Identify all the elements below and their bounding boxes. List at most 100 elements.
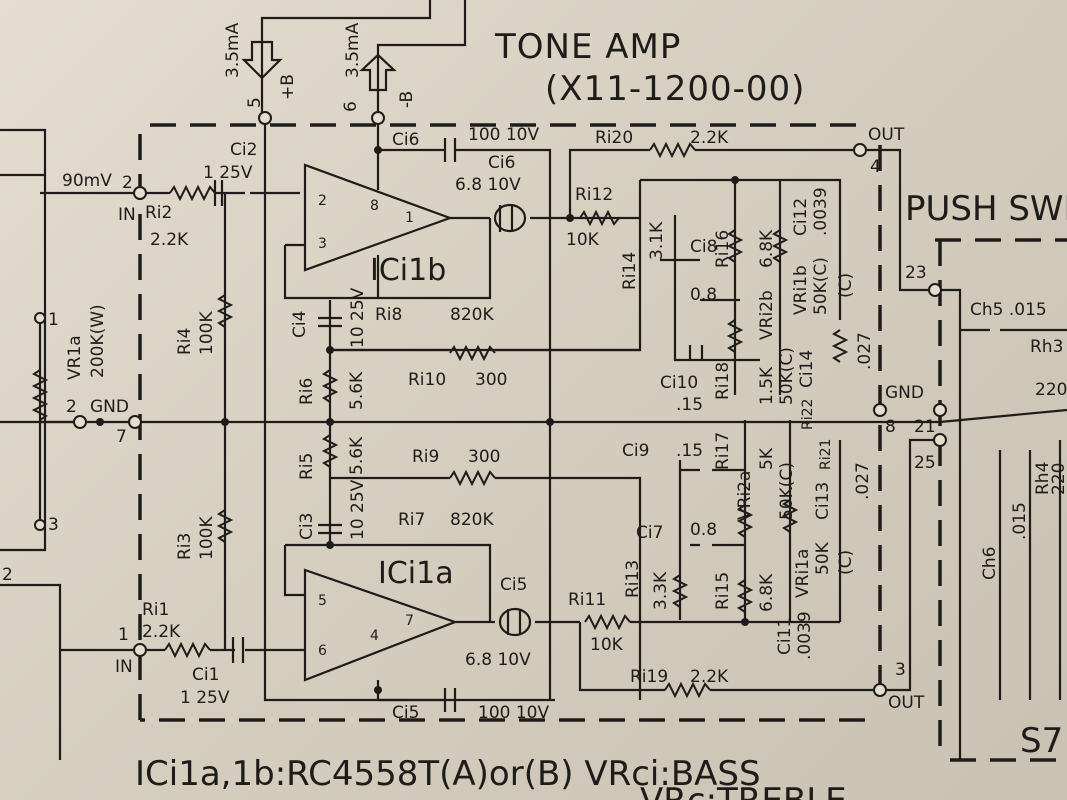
left-panel-lines	[0, 128, 62, 760]
vr1a-value: 200K(W)	[88, 304, 108, 378]
ri1-resistor	[164, 641, 211, 659]
input-level: 90mV	[62, 171, 112, 191]
ri2-value: 2.2K	[150, 230, 189, 250]
vr1b-name: VRi1b	[791, 265, 811, 315]
ci5b-value: 100 10V	[478, 703, 549, 723]
ri1-value: 2.2K	[142, 622, 181, 642]
ri8-value: 820K	[450, 305, 494, 325]
s7-label: S7	[1020, 721, 1063, 761]
vr1a-pin3	[34, 519, 46, 531]
ci13-value: .027	[853, 462, 873, 500]
opamp-upper-name: ICi1b	[370, 253, 446, 288]
ci3-name: Ci3	[297, 513, 317, 540]
ri2-name: Ri2	[145, 203, 172, 223]
ri6-name: Ri6	[297, 378, 317, 405]
ci13-name: Ci13	[813, 482, 833, 520]
ri6-ri5-resistors	[216, 294, 339, 543]
ci6-name: Ci6	[392, 130, 419, 150]
ri20-wire	[568, 148, 860, 218]
plus-b-pin: 5	[245, 97, 265, 108]
ci10-name: Ci10	[660, 373, 698, 393]
vr1a-pin1	[34, 312, 46, 324]
rh4-label: Rh4	[1033, 462, 1053, 495]
out-lower-label: OUT	[888, 693, 925, 713]
vr1a-pin3-label: 3	[48, 515, 59, 535]
ci14-value: .027	[855, 332, 875, 370]
ri9-value: 300	[468, 447, 500, 467]
ci4-name: Ci4	[290, 311, 310, 338]
gnd-right-pin: 8	[885, 417, 896, 437]
ci9-value: .15	[676, 441, 703, 461]
vr1a-element	[31, 369, 49, 421]
ci11-value: .0039	[795, 611, 815, 660]
ri3-value: 100K	[197, 516, 217, 560]
upper-opamp-wires	[283, 150, 640, 300]
ci7-value: 0.8	[690, 520, 717, 540]
plus-b-current: 3.5mA	[223, 22, 243, 78]
rh3-label: Rh3	[1030, 337, 1063, 357]
vr1a-tone-value: 50K	[813, 541, 833, 575]
ri1-name: Ri1	[142, 600, 169, 620]
minus-b-line	[376, 0, 467, 150]
ri9-wire	[330, 476, 642, 700]
ri16-value: 6.8K	[757, 229, 777, 268]
ci6b-value: 6.8 10V	[455, 175, 521, 195]
ci2-capacitor	[213, 180, 224, 206]
ri11-resistor	[584, 613, 631, 631]
ch5-label: Ch5 .015	[970, 300, 1047, 320]
ci11-name: Ci11	[775, 617, 795, 655]
ci5-capacitor-circle	[498, 607, 532, 637]
terminals	[128, 111, 947, 697]
ri16-name: Ri16	[713, 230, 733, 268]
ri13-value: 3.3K	[651, 571, 671, 610]
opamp-lower-name: ICi1a	[378, 556, 454, 591]
ci10-value: .15	[676, 395, 703, 415]
ri19-name: Ri19	[630, 667, 668, 687]
lower-opamp-wires	[283, 543, 840, 700]
out-lower-pin: 3	[895, 660, 906, 680]
ri12-resistor	[579, 209, 620, 227]
ri5-name: Ri5	[297, 453, 317, 480]
in-upper-pin: 2	[122, 173, 133, 193]
ri13-name: Ri13	[623, 560, 643, 598]
opamp-lower-pin-c: 7	[405, 613, 414, 629]
page-title: TONE AMP	[494, 27, 681, 67]
opamp-upper	[303, 163, 454, 272]
ci12-value: .0039	[811, 187, 831, 236]
ri18-name: Ri18	[713, 362, 733, 400]
in-upper-label: IN	[118, 205, 136, 225]
ci5-name: Ci5	[500, 575, 527, 595]
gnd-pin: 7	[116, 427, 127, 447]
junction-nodes	[96, 146, 749, 694]
ps-pin23: 23	[905, 263, 927, 283]
minus-b-pin: 6	[341, 101, 361, 112]
ri8-name: Ri8	[375, 305, 402, 325]
ri18-value: 1.5K	[757, 366, 777, 405]
ri2-resistor	[169, 184, 216, 202]
ri6-value: 5.6K	[347, 371, 367, 410]
in-lower-pin: 1	[118, 625, 129, 645]
vr1a-tone-name: VRi1a	[793, 549, 813, 598]
ci4-value: 10 25V	[348, 287, 368, 348]
ri7-value: 820K	[450, 510, 494, 530]
gnd-rail	[0, 408, 1067, 424]
out-upper-pin: 4	[870, 157, 881, 177]
opamp-upper-pin-d: 8	[370, 198, 379, 214]
opamp-upper-pin-c: 1	[405, 210, 414, 226]
ri19-value: 2.2K	[690, 667, 729, 687]
ri9-resistor	[449, 469, 496, 487]
ri14-name: Ri14	[620, 252, 640, 290]
in-lower-label: IN	[115, 657, 133, 677]
ci7-name: Ci7	[636, 523, 663, 543]
vr1a-name: VR1a	[65, 335, 85, 380]
ci5b-capacitor	[378, 688, 457, 712]
ci12-name: Ci12	[791, 198, 811, 236]
ri20-name: Ri20	[595, 128, 633, 148]
minus-b-label: -B	[397, 91, 417, 108]
tone-network-lower	[678, 420, 842, 622]
rh4-value: 220	[1049, 463, 1067, 495]
ri19-wire	[578, 622, 880, 692]
ri15-name: Ri15	[713, 572, 733, 610]
vr1a-pin2	[73, 415, 87, 429]
